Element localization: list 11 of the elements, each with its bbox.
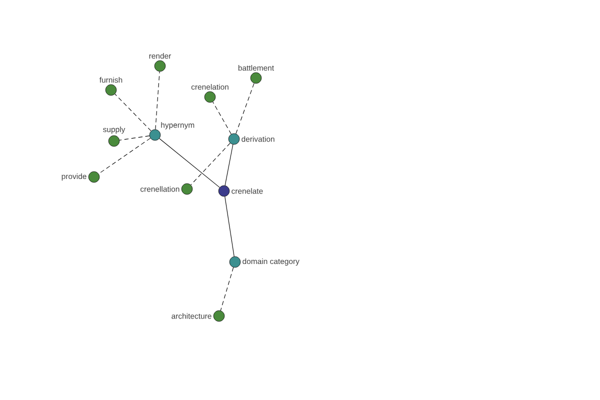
dashed-connector [114,94,152,132]
connector-line [159,138,220,188]
dashed-connector [236,82,254,134]
connector-line [224,196,234,257]
dashed-connector [212,102,232,134]
dashed-connector [220,267,234,311]
dashed-connector [119,136,150,140]
connector-line [224,144,234,186]
dashed-connector [98,138,151,174]
dashed-connector [190,142,230,186]
dashed-connector [155,71,160,130]
